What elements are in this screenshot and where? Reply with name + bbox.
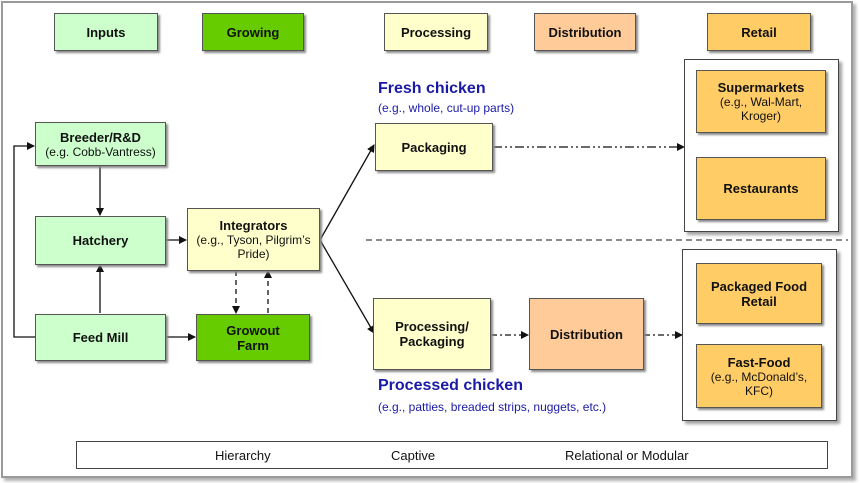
supermarkets-node: Supermarkets (e.g., Wal-Mart, Kroger) <box>696 70 826 133</box>
integrators-to-packaging-arrow <box>319 144 375 241</box>
feed-mill-node: Feed Mill <box>35 314 166 361</box>
supermarkets-detail: (e.g., Wal-Mart, Kroger) <box>719 95 803 123</box>
packaging-title: Packaging <box>401 139 467 155</box>
legend-captive-label: Captive <box>391 448 436 463</box>
header-processing-label: Processing <box>400 24 472 40</box>
fresh-chicken-title: Fresh chicken <box>378 80 486 97</box>
processing-packaging-title: Processing/ Packaging <box>395 319 469 349</box>
supermarkets-title: Supermarkets <box>717 80 805 95</box>
diagram-frame <box>1 1 853 478</box>
fast-food-title: Fast-Food <box>727 354 791 370</box>
feedmill-to-breeder-loop <box>13 142 36 338</box>
legend-relational-label: Relational or Modular <box>565 448 689 463</box>
header-growing: Growing <box>202 13 304 51</box>
legend-hierarchy-label: Hierarchy <box>215 448 271 463</box>
fast-food-node: Fast-Food (e.g., McDonald’s, KFC) <box>696 344 822 408</box>
feed-mill-title: Feed Mill <box>72 330 129 345</box>
restaurants-node: Restaurants <box>696 157 826 220</box>
legend: Hierarchy Captive Relational or Modular <box>76 441 828 469</box>
distribution-node: Distribution <box>529 298 644 370</box>
integrators-node: Integrators (e.g., Tyson, Pilgrim’s Prid… <box>187 208 320 271</box>
header-distribution-label: Distribution <box>548 24 622 40</box>
fresh-chicken-detail: (e.g., whole, cut-up parts) <box>378 101 515 115</box>
header-inputs-label: Inputs <box>86 24 126 40</box>
distribution-title: Distribution <box>550 326 623 342</box>
header-processing: Processing <box>384 13 488 51</box>
hatchery-node: Hatchery <box>35 216 166 265</box>
integrators-detail: (e.g., Tyson, Pilgrim’s Pride) <box>196 233 311 261</box>
restaurants-title: Restaurants <box>723 181 799 196</box>
breeder-rd-detail: (e.g. Cobb-Vantress) <box>45 144 156 159</box>
breeder-rd-title: Breeder/R&D <box>60 129 141 145</box>
header-retail: Retail <box>707 13 811 51</box>
integrators-to-processing-arrow <box>319 239 375 334</box>
packaged-food-retail-node: Packaged Food Retail <box>696 263 822 324</box>
processed-chicken-title: Processed chicken <box>378 377 523 394</box>
header-growing-label: Growing <box>226 24 280 40</box>
header-distribution: Distribution <box>534 13 636 51</box>
header-retail-label: Retail <box>741 24 777 40</box>
processing-packaging-node: Processing/ Packaging <box>373 298 491 370</box>
hatchery-title: Hatchery <box>72 233 129 248</box>
growout-farm-node: Growout Farm <box>196 314 310 361</box>
fast-food-detail: (e.g., McDonald’s, KFC) <box>710 369 808 398</box>
breeder-rd-node: Breeder/R&D (e.g. Cobb-Vantress) <box>35 122 166 166</box>
header-inputs: Inputs <box>54 13 158 51</box>
integrators-title: Integrators <box>219 218 288 233</box>
growout-farm-title: Growout Farm <box>226 322 280 353</box>
packaging-node: Packaging <box>375 123 493 171</box>
processed-chicken-detail: (e.g., patties, breaded strips, nuggets,… <box>378 400 607 414</box>
packaged-food-retail-title: Packaged Food Retail <box>710 278 808 309</box>
